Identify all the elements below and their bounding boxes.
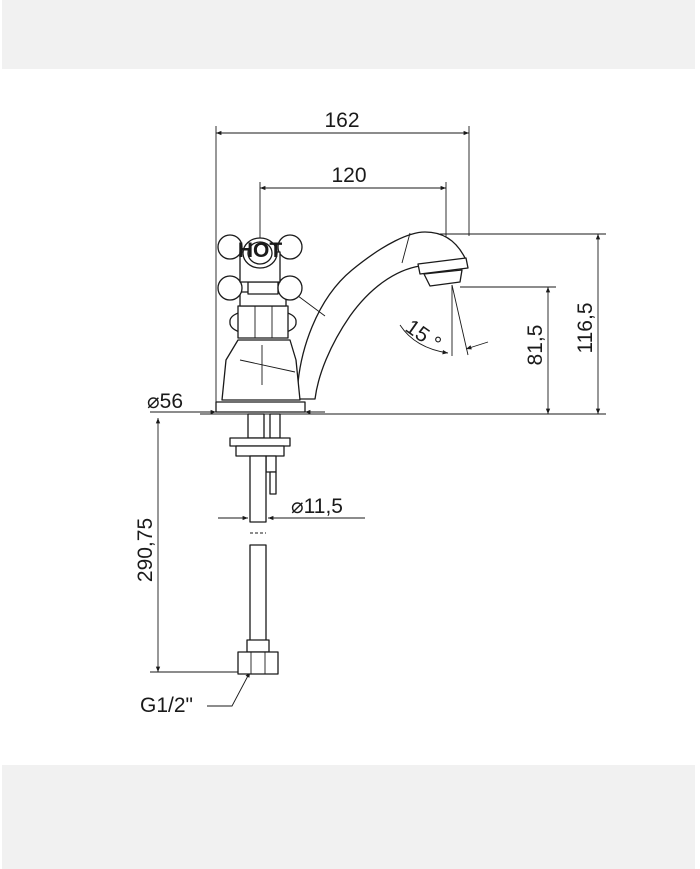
dimension-label: ⌀11,5 [291, 495, 343, 518]
dimension-116-5: 116,5 [574, 234, 601, 414]
dimension-162: 162 [216, 109, 469, 136]
dimension-diameter-56: ⌀56 [147, 390, 325, 415]
dimension-290-75: 290,75 [134, 418, 161, 672]
aerator [417, 257, 469, 287]
handle-cap-label: HOT [238, 239, 283, 262]
dimension-label: ⌀56 [147, 390, 183, 413]
footer-band [2, 765, 695, 869]
flexible-hose [237, 455, 279, 675]
dimension-label: 290,75 [134, 518, 157, 582]
dimension-label: 120 [331, 164, 366, 187]
dimension-thread: G1/2" [140, 671, 251, 717]
fixing-assembly [229, 413, 291, 495]
dimension-diameter-11-5: ⌀11,5 [218, 495, 365, 521]
cross-handle: HOT [217, 234, 303, 301]
dimension-120: 120 [260, 164, 446, 191]
dimension-label: 116,5 [574, 303, 597, 354]
extension-lines [150, 126, 606, 673]
dimension-label: 81,5 [524, 325, 547, 366]
dimension-label: 162 [324, 109, 359, 132]
dimension-label: 15 ° [401, 315, 445, 355]
header-band [2, 0, 695, 69]
dimension-label: G1/2" [140, 694, 193, 717]
faucet-body [215, 231, 466, 413]
dimension-angle-15: 15 ° [399, 315, 489, 356]
dimension-81-5: 81,5 [524, 287, 551, 414]
